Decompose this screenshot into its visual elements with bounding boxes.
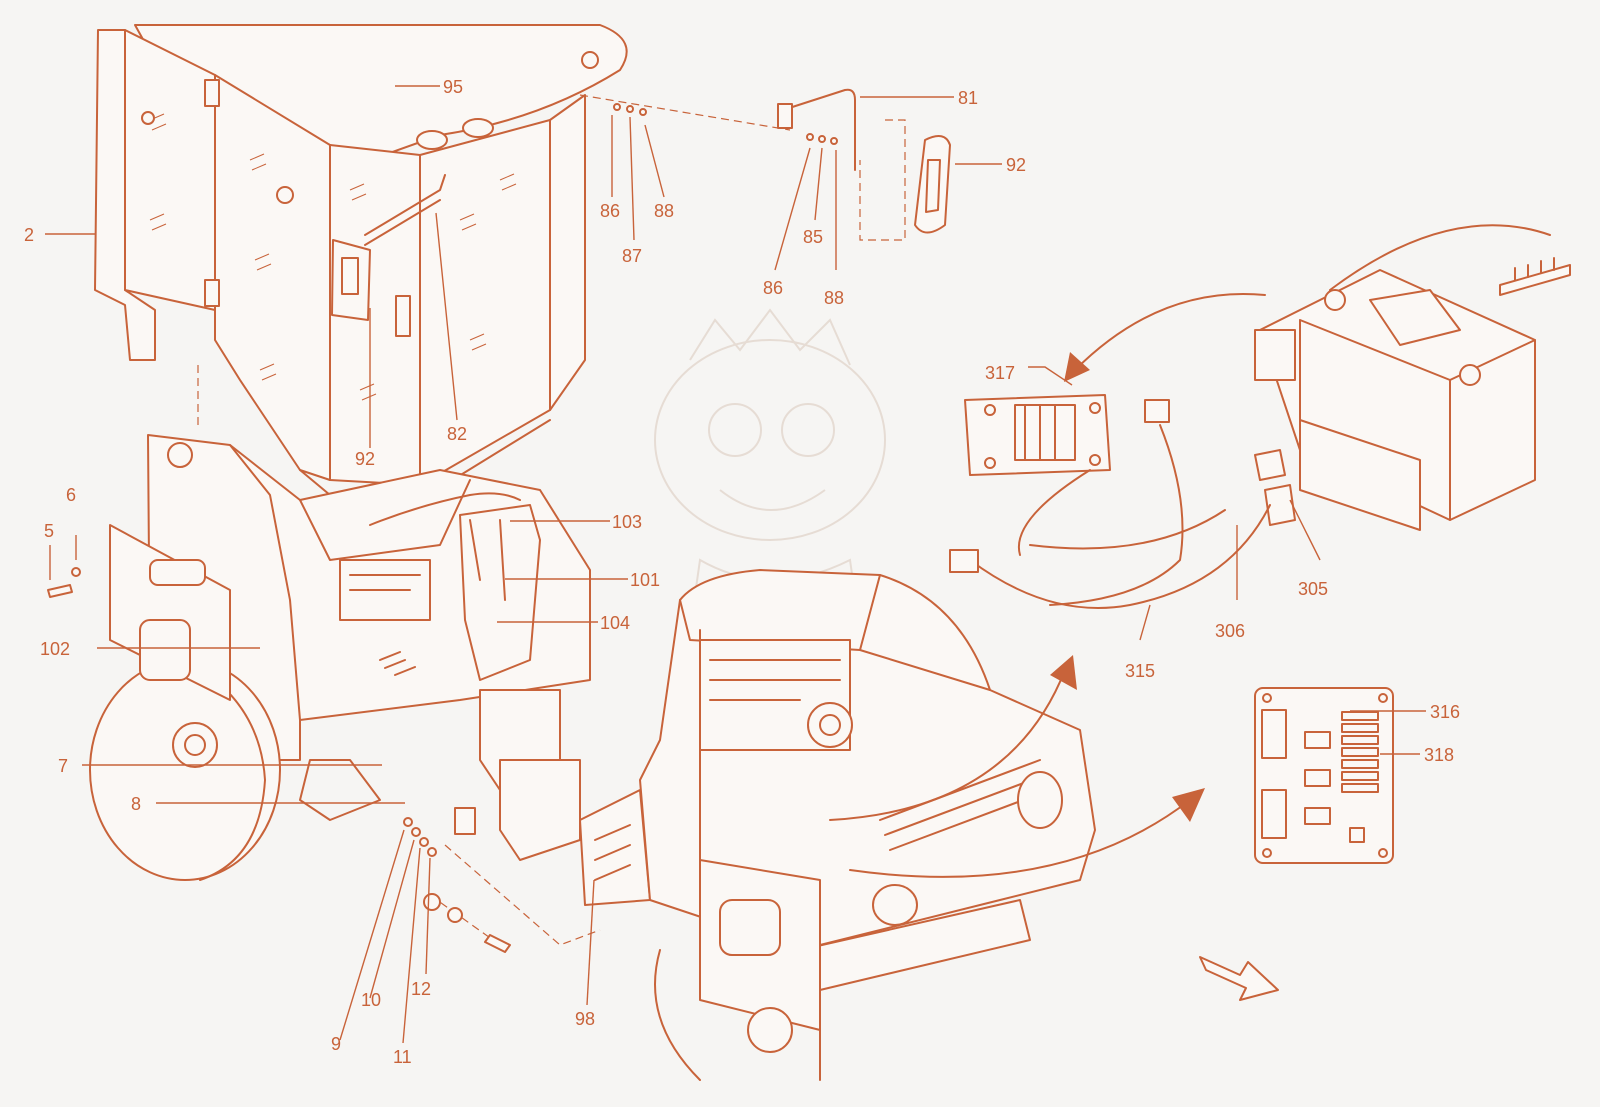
callout-85: 85 [803, 227, 823, 247]
callout-9: 9 [331, 1034, 341, 1054]
callout-306: 306 [1215, 621, 1245, 641]
direction-arrow-icon [1199, 956, 1279, 1001]
callout-317: 317 [985, 363, 1015, 383]
callout-86-right: 86 [763, 278, 783, 298]
callout-305: 305 [1298, 579, 1328, 599]
grab-handle-assembly [579, 88, 951, 241]
callout-2: 2 [24, 225, 34, 245]
callout-leaders [45, 85, 1426, 1044]
control-board [1254, 687, 1394, 864]
callout-10: 10 [361, 990, 381, 1010]
callout-7: 7 [58, 756, 68, 776]
callout-95: 95 [443, 77, 463, 97]
callout-102: 102 [40, 639, 70, 659]
callout-87: 87 [622, 246, 642, 266]
callout-12: 12 [411, 979, 431, 999]
callout-88-left: 88 [654, 201, 674, 221]
wiring-harness [949, 399, 1271, 609]
bracket-plate [579, 789, 651, 906]
bolt-icon [47, 584, 73, 598]
fuse-holder [964, 394, 1111, 476]
battery-assembly [1254, 224, 1571, 531]
callout-6: 6 [66, 485, 76, 505]
callout-92-door: 92 [355, 449, 375, 469]
callout-5: 5 [44, 521, 54, 541]
callout-92-handle: 92 [1006, 155, 1026, 175]
callout-81: 81 [958, 88, 978, 108]
callout-88-right: 88 [824, 288, 844, 308]
callout-8: 8 [131, 794, 141, 814]
callout-103: 103 [612, 512, 642, 532]
relay [1254, 449, 1296, 526]
callout-98: 98 [575, 1009, 595, 1029]
engine-compartment [639, 569, 1096, 1081]
callout-104: 104 [600, 613, 630, 633]
callout-318: 318 [1424, 745, 1454, 765]
callout-101: 101 [630, 570, 660, 590]
glass-reflection-marks [149, 113, 517, 401]
washer-icon [71, 567, 81, 577]
chassis-frame [89, 434, 591, 881]
reference-arrows [829, 293, 1266, 878]
hardware-bolt-set [423, 893, 511, 953]
callout-82: 82 [447, 424, 467, 444]
cab-assembly [94, 24, 628, 501]
callout-86-left: 86 [600, 201, 620, 221]
callout-316: 316 [1430, 702, 1460, 722]
callout-labels: 95 2 92 82 86 87 88 81 92 86 85 88 317 3… [24, 77, 1460, 1067]
callout-315: 315 [1125, 661, 1155, 681]
callout-11: 11 [393, 1047, 412, 1067]
